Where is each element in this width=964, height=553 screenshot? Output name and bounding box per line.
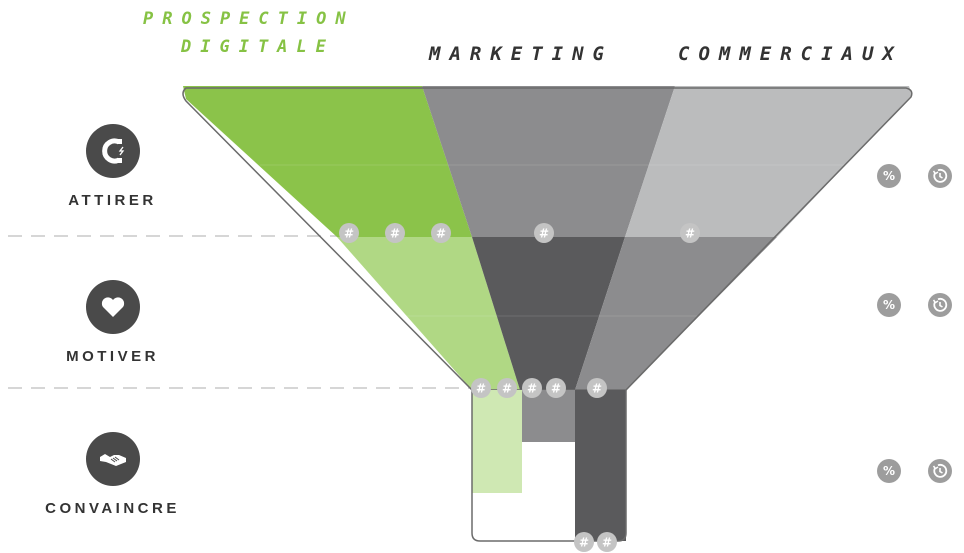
svg-text:#: #	[551, 382, 561, 396]
hash-marker: #	[546, 378, 566, 398]
handshake-icon	[85, 432, 140, 486]
funnel-green-top	[183, 86, 472, 237]
hash-marker: #	[431, 223, 451, 243]
svg-text:#: #	[344, 227, 354, 241]
hash-marker: #	[597, 532, 617, 552]
svg-text:#: #	[602, 536, 612, 550]
hash-marker: #	[339, 223, 359, 243]
svg-text:#: #	[527, 382, 537, 396]
funnel-mid-top	[422, 86, 675, 237]
funnel-green-mid	[337, 237, 520, 390]
spout-dark	[575, 390, 626, 541]
clock-icon	[928, 164, 952, 188]
hash-marker: #	[574, 532, 594, 552]
hash-marker: #	[680, 223, 700, 243]
header-commerciaux: COMMERCIAUX	[678, 43, 903, 65]
hash-marker: #	[534, 223, 554, 243]
percent-icon: %	[877, 164, 901, 188]
funnel-light-top	[625, 86, 912, 237]
spout-gray	[522, 390, 575, 442]
svg-text:#: #	[476, 382, 486, 396]
clock-icon	[928, 293, 952, 317]
percent-icon: %	[877, 459, 901, 483]
svg-text:#: #	[592, 382, 602, 396]
heart-icon	[85, 280, 140, 334]
hash-marker: #	[522, 378, 542, 398]
svg-text:#: #	[685, 227, 695, 241]
hash-marker: #	[587, 378, 607, 398]
stage-attirer: ATTIRER	[0, 124, 225, 209]
funnel-dark-mid	[472, 237, 625, 390]
header-marketing: MARKETING	[429, 43, 613, 65]
stage-convaincre: CONVAINCRE	[0, 432, 225, 517]
svg-text:#: #	[436, 227, 446, 241]
svg-text:#: #	[539, 227, 549, 241]
svg-text:#: #	[390, 227, 400, 241]
hash-marker: #	[497, 378, 517, 398]
hash-marker: #	[385, 223, 405, 243]
stage-motiver: MOTIVER	[0, 280, 225, 365]
clock-icon	[928, 459, 952, 483]
spout-outline	[471, 390, 627, 542]
svg-text:#: #	[502, 382, 512, 396]
svg-text:#: #	[579, 536, 589, 550]
hash-marker: #	[471, 378, 491, 398]
header-prospection-line2: DIGITALE	[181, 37, 335, 57]
funnel-gray-mid	[575, 237, 777, 390]
stage-label-convaincre: CONVAINCRE	[45, 500, 180, 517]
spout-green	[472, 390, 522, 493]
header-prospection-line1: PROSPECTION	[143, 9, 355, 29]
percent-icon: %	[877, 293, 901, 317]
stage-label-motiver: MOTIVER	[66, 348, 159, 365]
magnet-icon	[85, 124, 140, 178]
stage-label-attirer: ATTIRER	[68, 192, 157, 209]
